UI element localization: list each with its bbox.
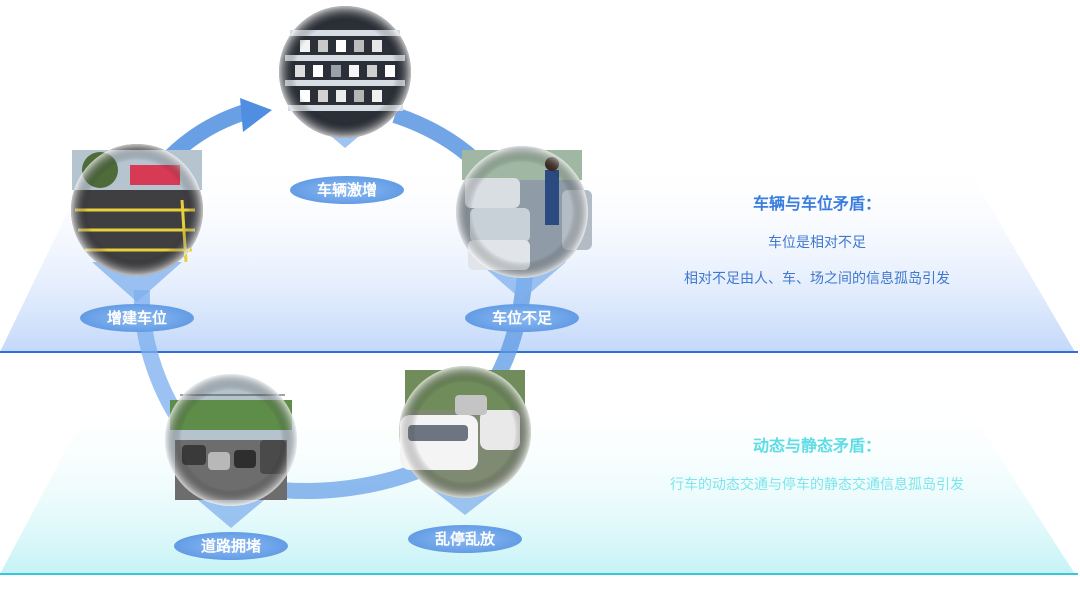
arrow-head xyxy=(240,98,272,132)
node-label: 乱停乱放 xyxy=(435,530,496,548)
crowded-cars-photo xyxy=(456,146,592,278)
aerial-parking-photo xyxy=(279,6,411,138)
new-parking-lot-photo xyxy=(71,144,203,276)
panel-line: 车位是相对不足 xyxy=(768,235,866,251)
vehicle-space-conflict-panel: 车辆与车位矛盾： 车位是相对不足 相对不足由人、车、场之间的信息孤岛引发 xyxy=(607,190,1027,304)
dynamic-static-conflict-panel: 动态与静态矛盾： 行车的动态交通与停车的静态交通信息孤岛引发 xyxy=(607,432,1027,510)
panel-heading: 车辆与车位矛盾： xyxy=(752,194,881,213)
label-pill xyxy=(408,525,522,553)
panel-heading: 动态与静态矛盾： xyxy=(752,436,881,455)
node-label: 车辆激增 xyxy=(317,181,377,199)
panel-line: 行车的动态交通与停车的静态交通信息孤岛引发 xyxy=(670,477,964,493)
traffic-jam-photo xyxy=(165,374,297,506)
node-label: 增建车位 xyxy=(107,309,167,327)
node-illegal-parking: 乱停乱放 xyxy=(399,366,531,553)
label-pill xyxy=(174,532,288,560)
panel-line: 相对不足由人、车、场之间的信息孤岛引发 xyxy=(684,271,950,287)
label-pill xyxy=(80,304,194,332)
label-pill xyxy=(290,176,404,204)
illegal-parking-photo xyxy=(399,366,531,498)
label-pill xyxy=(465,304,579,332)
node-build-spaces: 增建车位 xyxy=(71,144,203,332)
node-space-shortage: 车位不足 xyxy=(456,146,592,332)
node-label: 道路拥堵 xyxy=(201,537,261,555)
node-road-congestion: 道路拥堵 xyxy=(165,374,297,560)
node-vehicle-surge: 车辆激增 xyxy=(279,6,411,204)
node-label: 车位不足 xyxy=(492,309,553,327)
